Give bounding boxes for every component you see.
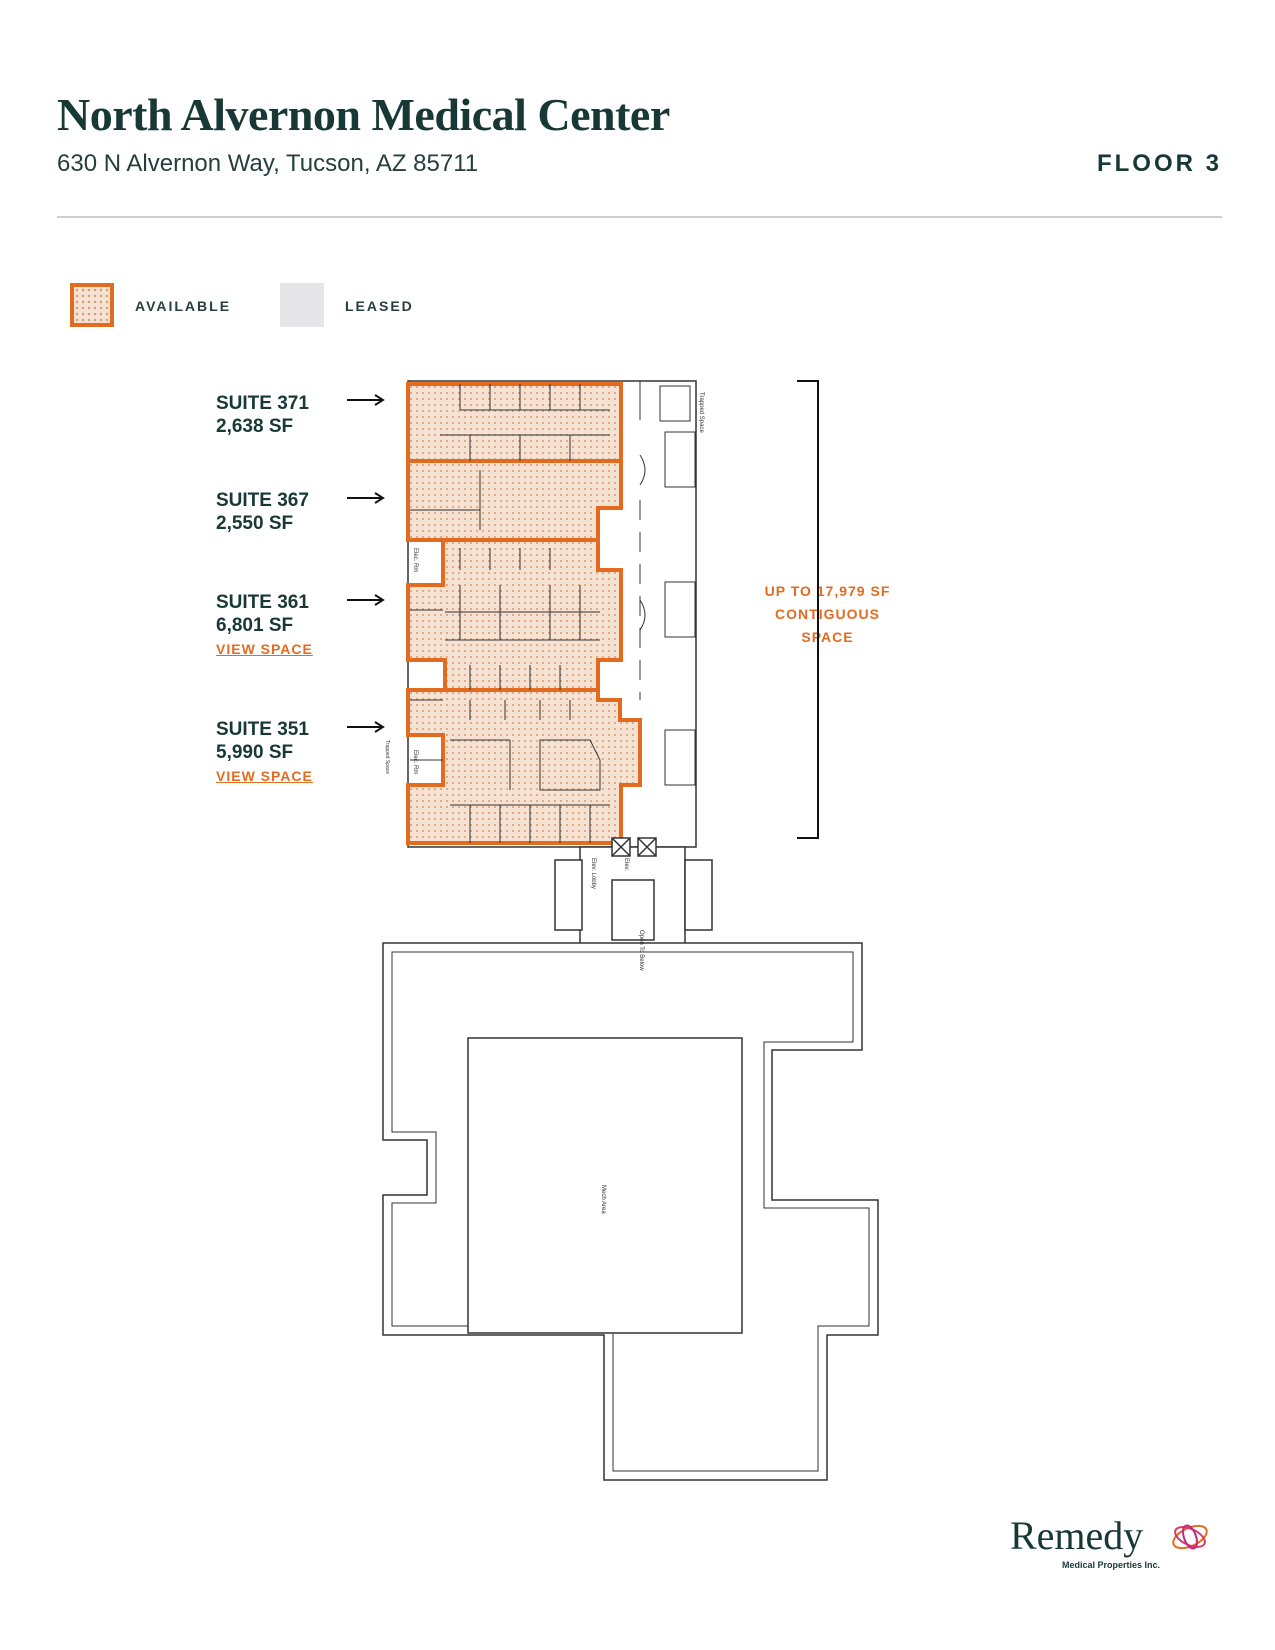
arrow-right-icon — [347, 721, 385, 733]
legend-available-swatch — [70, 283, 114, 327]
elev-label: Elev. — [623, 858, 629, 871]
suite-size: 6,801 SF — [216, 615, 294, 636]
remedy-logo-tagline: Medical Properties Inc. — [1062, 1560, 1161, 1570]
suite-361-view-space-link[interactable]: VIEW SPACE — [216, 641, 313, 657]
contiguous-line: CONTIGUOUS — [775, 606, 880, 622]
suite-size: 2,638 SF — [216, 416, 294, 437]
open-to-below-label: Open To Below — [638, 930, 644, 971]
legend-leased-label: LEASED — [345, 298, 414, 314]
suite-361-label: SUITE 361 6,801 SF VIEW SPACE — [216, 591, 313, 657]
suite-name: SUITE 371 — [216, 393, 309, 414]
suite-name: SUITE 351 — [216, 719, 309, 740]
trapped-space-label: Trapped Space — [384, 740, 390, 774]
suite-351-area[interactable] — [406, 688, 642, 845]
suite-371-area[interactable] — [406, 382, 623, 463]
arrow-right-icon — [347, 594, 385, 606]
building-address: 630 N Alvernon Way, Tucson, AZ 85711 — [57, 150, 479, 177]
suite-name: SUITE 361 — [216, 592, 309, 613]
legend-available-label: AVAILABLE — [135, 298, 232, 314]
legend-leased-swatch — [280, 283, 324, 327]
page-title: North Alvernon Medical Center — [57, 89, 670, 140]
arrow-right-icon — [347, 394, 385, 406]
arrow-right-icon — [347, 492, 385, 504]
elev-lobby-label: Elev. Lobby — [590, 858, 596, 889]
suite-351-label: SUITE 351 5,990 SF VIEW SPACE — [216, 718, 313, 784]
lower-building-inner-wall — [391, 951, 870, 1472]
header-divider — [57, 216, 1222, 218]
remedy-swirl-icon — [1172, 1524, 1208, 1550]
contiguous-line: SPACE — [801, 629, 854, 645]
interior-walls — [410, 384, 610, 843]
mech-area-label: Mech Area — [600, 1185, 606, 1214]
corridor-walls — [639, 381, 696, 786]
remedy-logo-wordmark: Remedy — [1010, 1513, 1144, 1558]
mech-area — [467, 1037, 743, 1334]
trapped-space-label: Trapped Space — [698, 392, 704, 433]
elevator-lobby — [554, 837, 713, 948]
suite-367-label: SUITE 367 2,550 SF — [216, 489, 309, 535]
suite-371-label: SUITE 371 2,638 SF — [216, 392, 309, 438]
suite-351-view-space-link[interactable]: VIEW SPACE — [216, 768, 313, 784]
contiguous-space-note: UP TO 17,979 SF CONTIGUOUS SPACE — [755, 580, 900, 649]
floor-label: FLOOR 3 — [1096, 150, 1222, 177]
contiguous-line: UP TO 17,979 SF — [764, 583, 891, 599]
suite-size: 5,990 SF — [216, 742, 294, 763]
elec-rm-label: Elec. Rm — [412, 548, 418, 572]
contiguous-bracket — [797, 380, 819, 839]
elec-rm-label: Elec. Rm — [412, 750, 418, 774]
suite-name: SUITE 367 — [216, 490, 309, 511]
suite-size: 2,550 SF — [216, 513, 294, 534]
